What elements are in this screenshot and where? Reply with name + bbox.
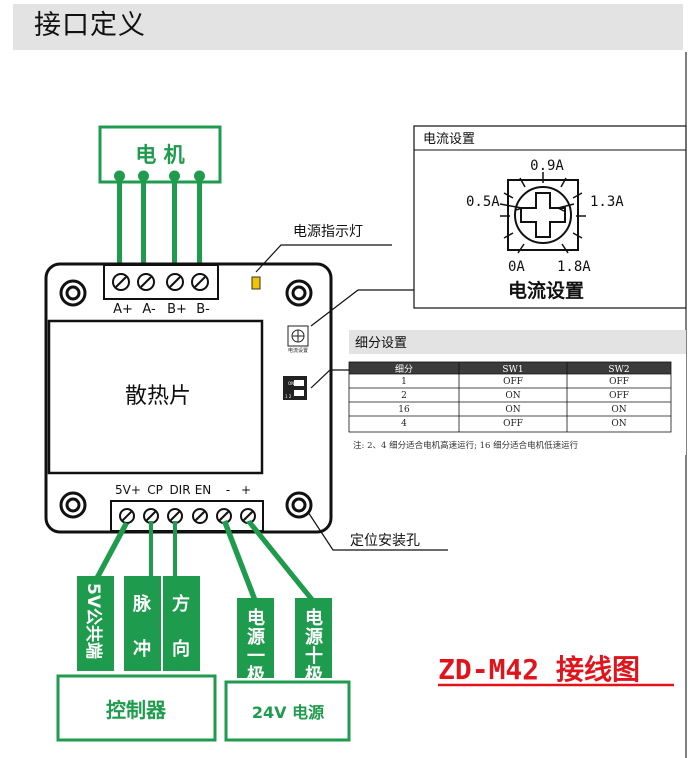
wire-label-5v-common: 5V公共端 [83,583,104,659]
current-panel-leader [310,289,414,327]
power-led [251,276,261,290]
heatsink [47,319,264,475]
motor-wires [114,170,205,275]
table-cell: OFF [503,377,523,387]
pin-label-a-minus: A- [142,302,156,317]
pin-label-5v: 5V+ [115,483,141,497]
table-header-subdiv: 细分 [395,363,413,375]
pin-label-dir: DIR [169,483,190,497]
dial-label-left: 0.5A [466,194,500,210]
table-cell: ON [611,405,626,415]
motor-terminal-screws [112,273,209,291]
wire-labels [77,576,332,678]
pin-label-b-minus: B- [196,302,210,317]
wire-label-dir-2: 向 [172,638,190,660]
pot-caption: 电流设置 [288,347,308,354]
table-cell: 4 [401,419,407,429]
control-terminal-screws [119,508,256,524]
controller-box [56,674,217,742]
table-cell: 16 [398,405,410,415]
current-panel-title: 电流设置 [423,132,475,147]
power-led-leader [255,244,392,273]
table-cell: OFF [609,391,629,401]
wire-label-neg-2: 源 [247,626,265,648]
dip-on-label: ON [288,381,294,386]
subdiv-panel-header [349,330,686,354]
dial-label-bottom-right: 1.8A [557,259,591,275]
wire-label-pos-3: 十 [305,645,323,667]
current-dial [499,172,586,254]
table-header-sw1: SW1 [502,365,523,375]
pin-label-minus: - [226,483,230,497]
wire-label-pulse-1: 脉 [132,593,152,615]
pin-label-cp: CP [147,483,163,497]
wire-label-neg-1: 电 [247,607,265,629]
wire-label-dir-1: 方 [172,593,190,615]
pin-label-en: EN [195,483,212,497]
dial-label-bottom-left: 0A [508,259,525,275]
dip-switch: ON 1 2 [283,376,307,400]
pin-label-b-plus: B+ [167,302,187,317]
page-title: 接口定义 [34,10,146,41]
pin-label-a-plus: A+ [113,302,133,317]
table-cell: ON [505,391,520,401]
mount-holes [59,279,313,519]
wire-label-neg-3: 一 [247,646,265,667]
table-cell: OFF [609,377,629,387]
dial-labels: 0.9A 0.5A 1.3A 0A 1.8A [466,158,624,275]
heatsink-label: 散热片 [125,384,191,409]
subdiv-panel-title: 细分设置 [355,336,407,351]
dial-label-top: 0.9A [530,158,564,174]
table-cell: OFF [503,419,523,429]
controller-label: 控制器 [106,698,167,722]
current-pot: 电流设置 [287,325,309,354]
wire-label-pulse-2: 冲 [133,638,151,660]
dial-label-right: 1.3A [590,194,624,210]
dip-num-label: 1 2 [285,394,292,399]
table-cell: ON [505,405,520,415]
title-bar [13,4,683,50]
mount-hole-leader [307,511,448,551]
control-pin-labels: 5V+ CP DIR EN - + [115,483,251,497]
mount-hole-label: 定位安装孔 [350,533,420,549]
subdiv-panel-leader [310,369,349,389]
wire-label-pos-1: 电 [305,607,323,629]
control-wires [94,520,314,600]
power-supply-label: 24V 电源 [252,703,324,722]
control-terminal-block [110,500,264,532]
pin-label-plus: + [241,483,251,497]
current-panel-caption: 电流设置 [508,279,584,302]
wiring-title: ZD-M42 接线图 [438,653,640,686]
power-led-label: 电源指示灯 [293,224,363,240]
table-cell: ON [611,419,626,429]
subdiv-note: 注: 2、4 细分适合电机高速运行; 16 细分适合电机低速运行 [353,440,579,451]
subdiv-table: 细分 SW1 SW2 1 OFF OFF 2 ON OFF 16 ON ON 4… [348,361,672,451]
table-cell: 2 [401,391,407,401]
motor-label: 电 机 [135,143,184,167]
wire-label-pos-2: 源 [305,626,323,648]
table-cell: 1 [401,377,407,387]
table-header-sw2: SW2 [608,365,629,375]
motor-pin-labels: A+ A- B+ B- [113,302,210,317]
power-supply-box [224,680,351,742]
